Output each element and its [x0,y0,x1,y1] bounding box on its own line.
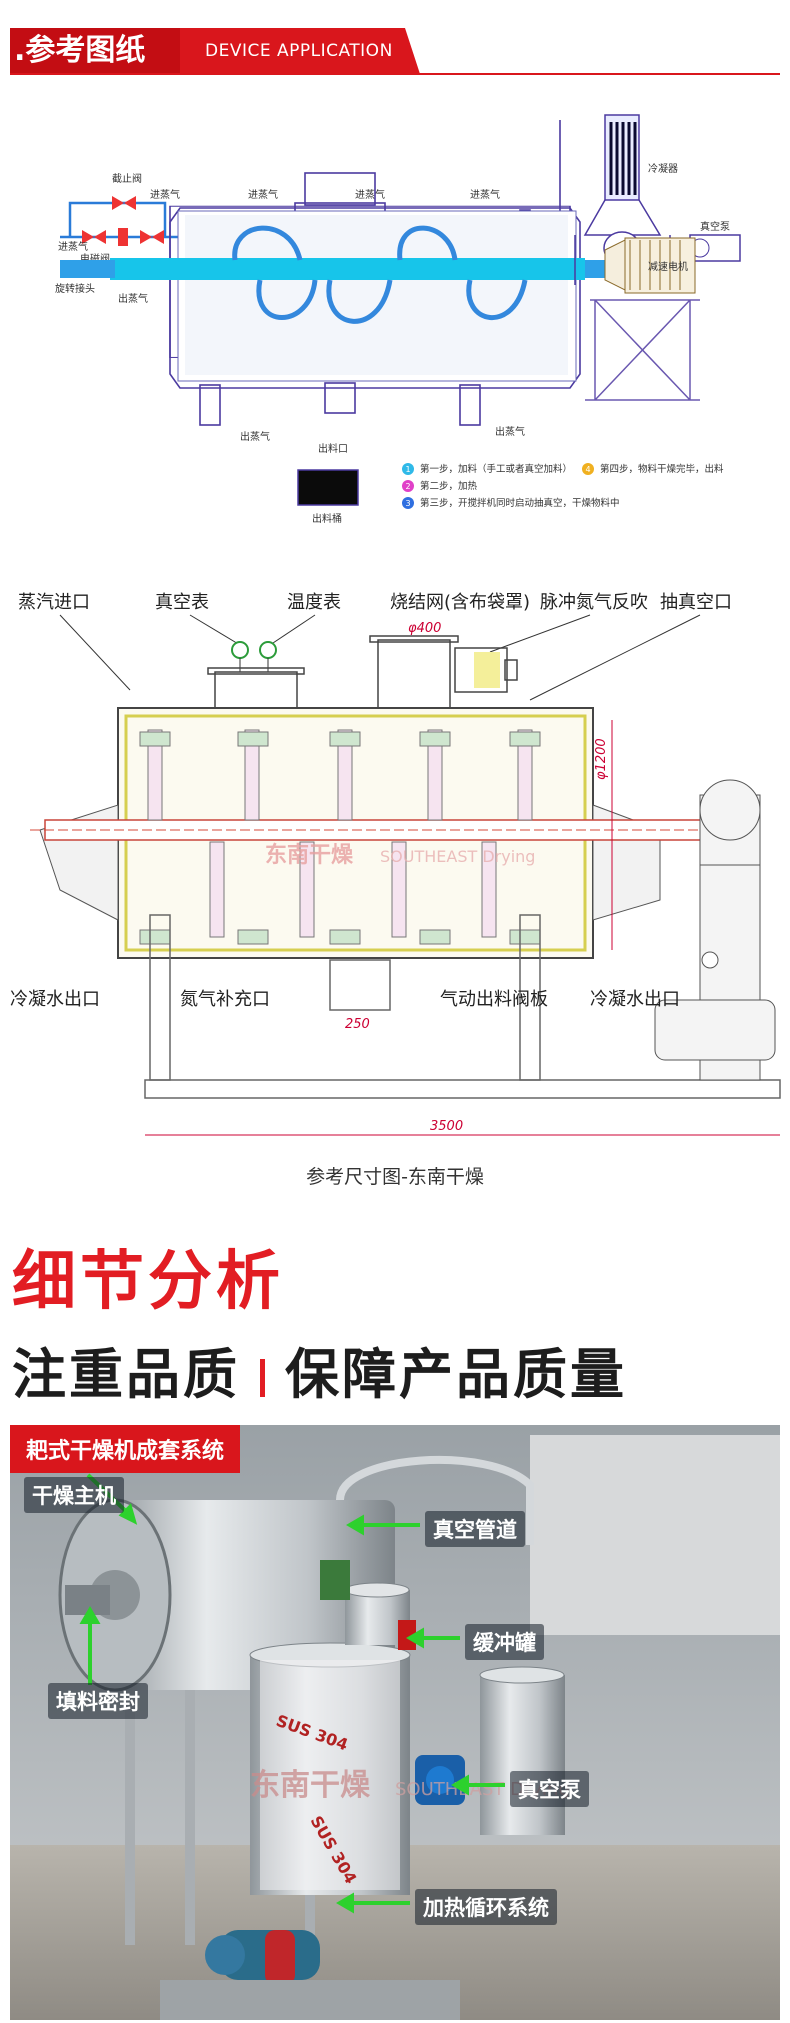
drawing-watermark: 东南干燥 [265,842,354,868]
drum-shaft [110,258,585,280]
red-component [398,1620,416,1650]
step-text-3: 第三步，开搅拌机同时启动抽真空，干燥物料中 [420,497,620,509]
slogan-left: 注重品质 [12,1343,240,1406]
label-stop-valve: 截止阀 [112,172,142,185]
drawing-watermark-en: SOUTHEAST Drying [380,847,535,866]
small-steel-tank [479,1666,565,1835]
green-motor [320,1560,350,1600]
label-steam-in-b: 进蒸气 [248,188,278,201]
header-underline [10,73,780,75]
step-num-4: 4 [585,465,590,474]
label-steam-in-a: 进蒸气 [150,188,180,201]
label-condensate-left: 冷凝水出口 [10,989,100,1010]
heating-circulation-pump [205,1930,320,1985]
slogan-right: 保障产品质量 [285,1343,627,1406]
rotary-joint [60,260,115,278]
rake-paddles [232,225,528,324]
step-num-3: 3 [405,499,410,508]
drawing-caption: 参考尺寸图-东南干燥 [306,1166,484,1188]
label-vacuum-port: 抽真空口 [660,592,732,613]
main-dryer-drum [58,1498,395,1945]
header-dark-block [10,28,180,74]
equipment-photo: SUS 304 SUS 304 东南干燥 SOUTHEAST Drying 耙式… [10,1425,780,2020]
label-discharge-bucket: 出料桶 [312,512,342,525]
label-heating-system: 加热循环系统 [415,1889,557,1925]
label-discharge-port: 出料口 [318,442,348,455]
support-frame [144,914,781,1099]
solenoid-valve-icon [118,228,128,246]
label-rotary-joint: 旋转接头 [55,282,95,295]
gear-motor [585,237,700,401]
section-title: 细节分析 [12,1245,284,1319]
leader-lines [59,614,701,701]
dim-3500: 3500 [430,1119,463,1134]
label-main-dryer: 干燥主机 [24,1477,124,1513]
blue-vacuum-pump [415,1755,465,1805]
pulse-filter-block [474,652,500,688]
label-steam-out-bottom: 出蒸气 [240,430,270,443]
header-subtitle: DEVICE APPLICATION [205,41,393,61]
label-vacuum-gauge: 真空表 [155,592,209,613]
drive-motor [654,779,776,1081]
dim-250: 250 [345,1017,370,1032]
dim-phi1200: φ1200 [594,738,609,780]
label-steam-out-left: 出蒸气 [118,292,148,305]
label-steam-in-d: 进蒸气 [470,188,500,201]
label-packing-seal: 填料密封 [48,1683,148,1719]
vacuum-pipe [336,1455,534,1545]
steps-legend: 1 第一步，加料（手工或者真空加料） 2 第二步，加热 3 第三步，开搅拌机同时… [402,463,724,509]
label-vacuum-pipe: 真空管道 [425,1511,525,1547]
label-thermometer: 温度表 [287,592,341,613]
label-buffer-tank: 缓冲罐 [465,1624,544,1660]
header-title: .参考图纸 [14,33,146,68]
step-num-1: 1 [405,465,410,474]
large-steel-tank [249,1642,411,1895]
label-steam-out-right: 出蒸气 [495,425,525,438]
label-condensate-right: 冷凝水出口 [590,989,680,1010]
label-steam-in-left: 进蒸气 [58,240,88,253]
section-slogan: 注重品质保障产品质量 [12,1330,627,1409]
label-vacuum-pump: 真空泵 [700,220,730,233]
label-pneumatic-valve: 气动出料阀板 [440,989,548,1010]
valve-icons [82,196,164,244]
rake-arms [139,729,541,945]
dryer-body-outline [207,635,518,739]
label-vacuum-pump-photo: 真空泵 [510,1771,589,1807]
step-text-2: 第二步，加热 [420,480,478,492]
step-num-2: 2 [405,482,410,491]
step-text-1: 第一步，加料（手工或者真空加料） [420,463,572,475]
photo-tag: 耙式干燥机成套系统 [10,1425,241,1473]
label-condenser: 冷凝器 [648,162,678,175]
section-header: .参考图纸 DEVICE APPLICATION [0,0,790,90]
label-nitrogen-fill: 氮气补充口 [180,989,270,1010]
label-steam-in-c: 进蒸气 [355,188,385,201]
step-text-4: 第四步，物料干燥完毕，出料 [600,463,724,475]
dim-phi400: φ400 [408,621,441,636]
discharge-bucket [297,469,359,506]
drum-material [185,215,568,375]
process-diagram: 截止阀 电磁阀 冷凝器 [0,100,790,530]
photo-watermark: 东南干燥 [250,1768,371,1803]
label-gear-motor: 减速电机 [648,260,688,273]
label-steam-inlet: 蒸汽进口 [18,592,90,613]
label-sinter-mesh: 烧结网(含布袋罩) [390,592,530,613]
slogan-separator [260,1359,265,1397]
gauge-icons [231,641,277,672]
label-nitrogen-pulse: 脉冲氮气反吹 [540,592,648,613]
dimension-drawing: 蒸汽进口 真空表 温度表 烧结网(含布袋罩) 脉冲氮气反吹 抽真空口 φ400 [0,580,790,1150]
photo-window-area [530,1435,780,1635]
pump-base [160,1980,460,2020]
